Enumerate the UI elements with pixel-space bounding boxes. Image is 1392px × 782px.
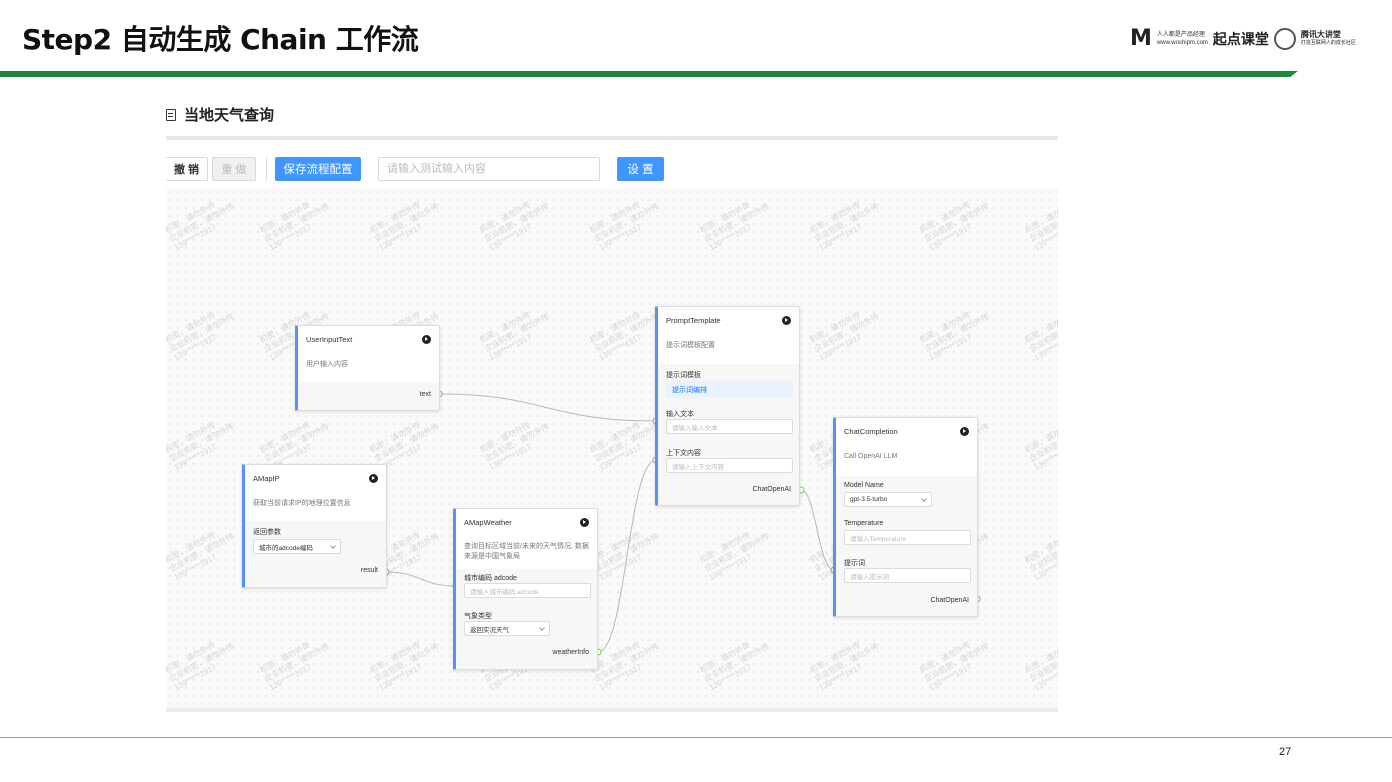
slide-title: Step2 自动生成 Chain 工作流 bbox=[22, 23, 419, 56]
template-label: 提示词模板 bbox=[666, 372, 701, 379]
param-select[interactable]: 城市的adcode编码 bbox=[253, 539, 341, 554]
input-text-label: 输入文本 bbox=[666, 411, 694, 418]
node-description: 获取当前请求IP的地理位置信息 bbox=[253, 500, 351, 507]
context-field[interactable]: 请输入上下文内容 bbox=[666, 458, 793, 473]
workflow-title: 当地天气查询 bbox=[184, 107, 275, 124]
qidian-logo: 起点课堂 bbox=[1212, 32, 1269, 48]
redo-button[interactable]: 重 做 bbox=[212, 157, 256, 181]
node-chat-completion[interactable]: ChatCompletion Call OpenAI LLM Model Nam… bbox=[833, 417, 978, 617]
node-user-input-text[interactable]: UserInputText 用户输入内容 text bbox=[295, 325, 440, 411]
document-icon bbox=[166, 108, 176, 121]
prompt-input[interactable]: 请输入提示词 bbox=[844, 568, 971, 583]
output-label: text bbox=[419, 391, 431, 398]
toolbar-divider bbox=[266, 157, 267, 181]
node-amap-ip[interactable]: AMapIP 获取当前请求IP的地理位置信息 返回参数 城市的adcode编码 … bbox=[242, 464, 387, 588]
node-header: PromptTemplate bbox=[658, 307, 799, 333]
city-input[interactable]: 请输入城市编码 adcode bbox=[464, 583, 591, 598]
undo-button[interactable]: 撤 销 bbox=[166, 157, 208, 181]
edge-text-to-input bbox=[438, 393, 657, 422]
model-label: Model Name bbox=[844, 482, 884, 489]
node-param-section: Model Name gpt-3.5-turbo Temperature 请输入… bbox=[836, 476, 977, 616]
node-param-section: 返回参数 城市的adcode编码 result bbox=[245, 521, 386, 587]
edge-prompt-to-chat bbox=[800, 489, 835, 571]
city-label: 城市编码 adcode bbox=[464, 575, 517, 582]
node-description: Call OpenAI LLM bbox=[844, 453, 898, 460]
node-param-section: 城市编码 adcode 请输入城市编码 adcode 气象类型 返回实况天气 w… bbox=[456, 569, 597, 669]
temperature-input[interactable]: 请输入Temperature bbox=[844, 530, 971, 545]
param-select-value: 城市的adcode编码 bbox=[259, 544, 313, 552]
play-icon[interactable] bbox=[422, 334, 431, 344]
page-number: 27 bbox=[1279, 746, 1292, 758]
output-label: result bbox=[360, 567, 378, 574]
weather-type-label: 气象类型 bbox=[464, 613, 492, 620]
brand-logos: M 人人都是产品经理 www.woshipm.com 起点课堂 腾讯大讲堂 打造… bbox=[1130, 26, 1370, 52]
output-label: ChatOpenAI bbox=[752, 486, 791, 493]
node-output-section: text bbox=[298, 382, 439, 410]
tencent-logo: 腾讯大讲堂 打造互联网人的成长社区 bbox=[1300, 30, 1356, 46]
chevron-down-icon bbox=[539, 624, 545, 631]
play-icon[interactable] bbox=[782, 315, 791, 325]
node-header: AMapWeather bbox=[456, 509, 597, 535]
footer-divider bbox=[0, 737, 1392, 738]
test-input[interactable] bbox=[378, 157, 600, 181]
weather-type-select[interactable]: 返回实况天气 bbox=[464, 621, 550, 636]
woshipm-text: 人人都是产品经理 www.woshipm.com bbox=[1156, 32, 1208, 46]
play-icon[interactable] bbox=[369, 473, 378, 483]
node-header: ChatCompletion bbox=[836, 418, 977, 444]
app-header: 当地天气查询 bbox=[166, 104, 274, 125]
node-title: ChatCompletion bbox=[844, 426, 898, 436]
play-icon[interactable] bbox=[960, 426, 969, 436]
node-description: 查询目标区域当前/未来的天气情况, 数据来源是中国气象局 bbox=[464, 543, 589, 560]
node-title: UserInputText bbox=[306, 334, 353, 344]
output-label: ChatOpenAI bbox=[930, 597, 969, 604]
node-prompt-template[interactable]: PromptTemplate 提示词模板配置 提示词模板 提示词编排 输入文本 … bbox=[655, 306, 800, 506]
chevron-down-icon bbox=[330, 542, 336, 549]
node-header: UserInputText bbox=[298, 326, 439, 352]
play-icon[interactable] bbox=[580, 517, 589, 527]
input-text-field[interactable]: 请输入输入文本 bbox=[666, 419, 793, 434]
context-label: 上下文内容 bbox=[666, 450, 701, 457]
weather-type-value: 返回实况天气 bbox=[470, 626, 509, 634]
node-amap-weather[interactable]: AMapWeather 查询目标区域当前/未来的天气情况, 数据来源是中国气象局… bbox=[453, 508, 598, 670]
model-select-value: gpt-3.5-turbo bbox=[850, 496, 888, 503]
canvas-bottom-border bbox=[166, 708, 1058, 712]
edge-result-to-city bbox=[385, 571, 457, 587]
toolbar: 撤 销 重 做 保存流程配置 设 置 bbox=[166, 157, 1058, 183]
edge-weather-to-context bbox=[597, 459, 657, 653]
temperature-label: Temperature bbox=[844, 520, 884, 527]
woshipm-logo: M bbox=[1130, 26, 1152, 51]
save-flow-button[interactable]: 保存流程配置 bbox=[275, 157, 361, 181]
prompt-edit-link[interactable]: 提示词编排 bbox=[666, 381, 793, 398]
node-title: PromptTemplate bbox=[666, 315, 721, 325]
prompt-label: 提示词 bbox=[844, 560, 865, 567]
model-select[interactable]: gpt-3.5-turbo bbox=[844, 492, 932, 507]
workflow-editor: 当地天气查询 撤 销 重 做 保存流程配置 设 置 机密，请勿外传企业机密，请勿… bbox=[166, 100, 1058, 712]
tencent-seal-icon bbox=[1273, 28, 1296, 50]
node-description: 提示词模板配置 bbox=[666, 342, 715, 349]
settings-button[interactable]: 设 置 bbox=[617, 157, 664, 181]
output-label: weatherInfo bbox=[552, 649, 589, 656]
node-description: 用户输入内容 bbox=[306, 361, 348, 368]
header-separator bbox=[166, 136, 1058, 140]
node-param-section: 提示词模板 提示词编排 输入文本 请输入输入文本 上下文内容 请输入上下文内容 … bbox=[658, 364, 799, 505]
header-divider bbox=[0, 71, 1298, 77]
node-title: AMapWeather bbox=[464, 517, 512, 527]
node-title: AMapIP bbox=[253, 473, 280, 483]
chevron-down-icon bbox=[921, 495, 927, 502]
param-label: 返回参数 bbox=[253, 529, 281, 536]
node-header: AMapIP bbox=[245, 465, 386, 491]
